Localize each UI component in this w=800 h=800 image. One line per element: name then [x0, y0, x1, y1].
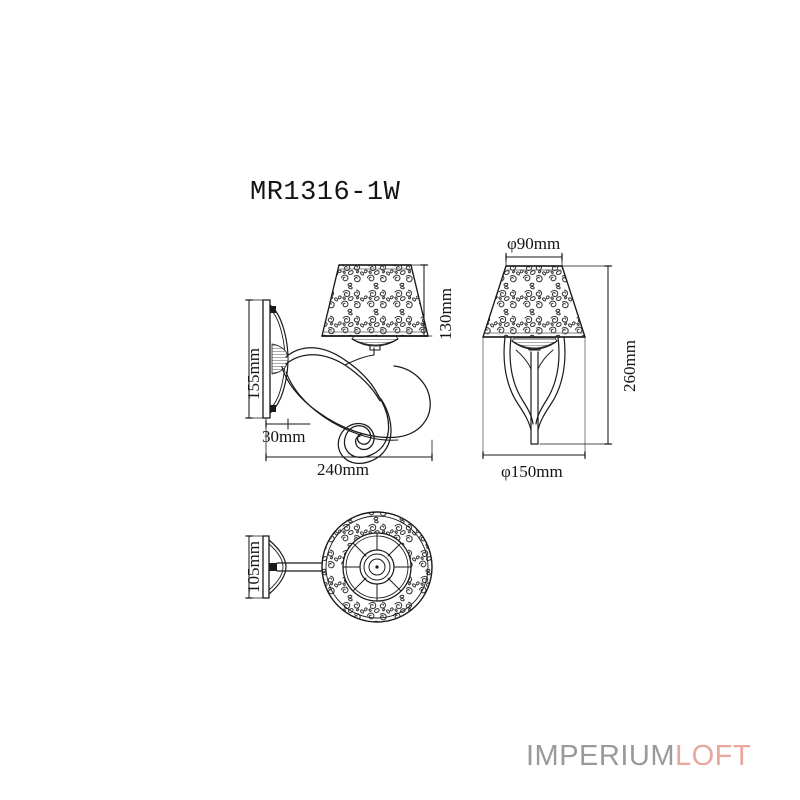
dimension-label-backplate-height: 155mm	[244, 348, 263, 400]
top-view-geometry	[262, 511, 433, 623]
side-view-dimensions	[245, 264, 433, 462]
dimension-label-backplate-width: 105mm	[244, 541, 263, 593]
dimension-label-shade-height: 130mm	[436, 288, 455, 340]
brand-watermark: IMPERIUMLOFT	[526, 740, 751, 773]
dimension-label-shade-bottom-diameter: φ150mm	[501, 462, 563, 481]
top-view-dimensions	[245, 535, 267, 599]
dimension-label-shade-top-diameter: φ90mm	[507, 234, 561, 253]
front-view-geometry	[482, 265, 586, 445]
watermark-loft: LOFT	[675, 740, 752, 772]
front-view-dimensions	[482, 252, 613, 460]
watermark-imperium: IMPERIUM	[526, 740, 675, 772]
page-title: MR1316-1W	[250, 178, 401, 208]
dimension-label-backplate-depth: 30mm	[262, 427, 306, 446]
dimension-label-overall-height: 260mm	[620, 340, 639, 392]
side-view-geometry	[262, 264, 431, 464]
dimension-label-overall-projection: 240mm	[317, 460, 369, 479]
